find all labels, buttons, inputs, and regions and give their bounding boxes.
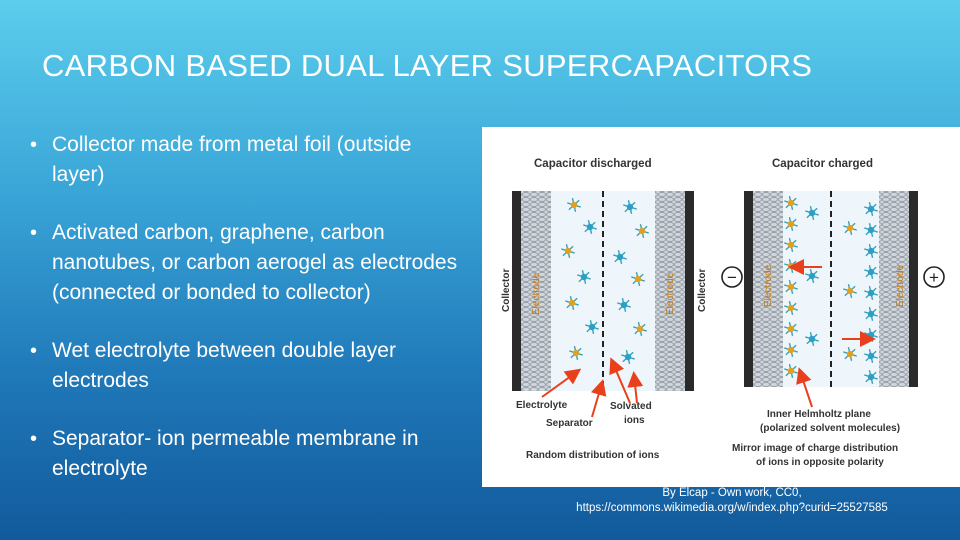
collector-label: Collector [697, 269, 708, 312]
arrow-separator [590, 379, 607, 418]
cation-icon [784, 322, 798, 336]
annotation-arrows [541, 259, 876, 418]
anion-icon [864, 265, 878, 279]
cation-icon [784, 238, 798, 252]
bullet-dot: • [30, 428, 38, 450]
random-distribution-label: Random distribution of ions [526, 450, 660, 461]
slide-title: CARBON BASED DUAL LAYER SUPERCAPACITORS [42, 48, 813, 83]
anion-icon [864, 244, 878, 258]
credit-line1: By Elcap - Own work, CC0, [662, 487, 802, 499]
cation-icon [561, 244, 575, 258]
electrode-label: Electrode [895, 264, 906, 307]
discharged-capacitor: Collector Electrode Electrode Collector [501, 191, 708, 391]
cation-icon [784, 343, 798, 357]
bullet-list: • Collector made from metal foil (outsid… [28, 130, 458, 512]
anion-icon [864, 370, 878, 384]
anion-icon [577, 270, 591, 284]
anion-icon [585, 320, 599, 334]
bullet-item: • Separator- ion permeable membrane in e… [28, 424, 458, 484]
bullet-item: • Activated carbon, graphene, carbon nan… [28, 218, 458, 308]
minus-terminal-icon [721, 266, 743, 288]
anion-icon [864, 286, 878, 300]
left-electrode-b [655, 191, 685, 391]
anion-icon [613, 250, 627, 264]
bullet-item: • Wet electrolyte between double layer e… [28, 336, 458, 396]
left-collector [512, 191, 521, 391]
ions-label: ions [624, 415, 645, 426]
bullet-dot: • [30, 222, 38, 244]
cation-icon [843, 221, 857, 235]
plus-terminal-icon [923, 266, 945, 288]
image-credit: By Elcap - Own work, CC0, https://common… [560, 486, 904, 516]
cation-icon [633, 322, 647, 336]
solvated-label: Solvated [610, 401, 652, 412]
minus-terminal-sign: − [727, 268, 737, 287]
heading-charged: Capacitor charged [772, 158, 873, 170]
cation-icon [843, 284, 857, 298]
mirror-label-line2: of ions in opposite polarity [756, 457, 884, 468]
electrode-label: Electrode [531, 272, 542, 315]
cation-icon [843, 347, 857, 361]
bullet-dot: • [30, 340, 38, 362]
cation-icon [784, 217, 798, 231]
ions-group [561, 198, 649, 364]
right-collector-charged [909, 191, 918, 387]
separator-label: Separator [546, 418, 593, 429]
ihp-label-line1: Inner Helmholtz plane [767, 409, 871, 420]
bullet-text: Activated carbon, graphene, carbon nanot… [52, 221, 458, 304]
charged-electrode-a [753, 191, 783, 387]
bullet-dot: • [30, 134, 38, 156]
cation-icon [784, 196, 798, 210]
anion-icon [805, 206, 819, 220]
anion-icon [864, 202, 878, 216]
arrow-electrolyte [541, 368, 582, 398]
cation-icon [635, 224, 649, 238]
cation-icon [569, 346, 583, 360]
arrow-ihp [796, 367, 813, 408]
arrow-ions-2 [627, 371, 644, 404]
cation-icon [565, 296, 579, 310]
mirror-label-line1: Mirror image of charge distribution [732, 443, 898, 454]
plus-terminal-sign: + [929, 268, 939, 287]
anion-icon [864, 307, 878, 321]
left-collector-charged [744, 191, 753, 387]
electrode-label: Electrode [763, 264, 774, 307]
charged-electrode-b [879, 191, 909, 387]
ihp-label-line2: (polarized solvent molecules) [760, 423, 900, 434]
anion-icon [623, 200, 637, 214]
left-electrode-a [521, 191, 551, 391]
cation-icon [631, 272, 645, 286]
credit-line2[interactable]: https://commons.wikimedia.org/w/index.ph… [576, 502, 888, 514]
cation-icon [784, 280, 798, 294]
heading-discharged: Capacitor discharged [534, 158, 652, 170]
bullet-text: Wet electrolyte between double layer ele… [52, 339, 396, 392]
anion-icon [617, 298, 631, 312]
anion-icon [805, 269, 819, 283]
anion-icon [864, 349, 878, 363]
bullet-text: Collector made from metal foil (outside … [52, 133, 412, 186]
electrolyte-label: Electrolyte [516, 400, 568, 411]
ions-group [784, 196, 878, 384]
bullet-text: Separator- ion permeable membrane in ele… [52, 427, 419, 480]
right-collector-discharged [685, 191, 694, 391]
anion-icon [805, 332, 819, 346]
arrow-ions-1 [609, 357, 631, 404]
anion-icon [864, 223, 878, 237]
cation-icon [784, 301, 798, 315]
cation-icon [567, 198, 581, 212]
charged-capacitor: Electrode Electrode − + [721, 191, 945, 387]
collector-label: Collector [501, 269, 512, 312]
bullet-item: • Collector made from metal foil (outsid… [28, 130, 458, 190]
anion-icon [583, 220, 597, 234]
supercapacitor-diagram: Capacitor discharged Capacitor charged C… [482, 127, 960, 487]
electrode-label: Electrode [665, 272, 676, 315]
